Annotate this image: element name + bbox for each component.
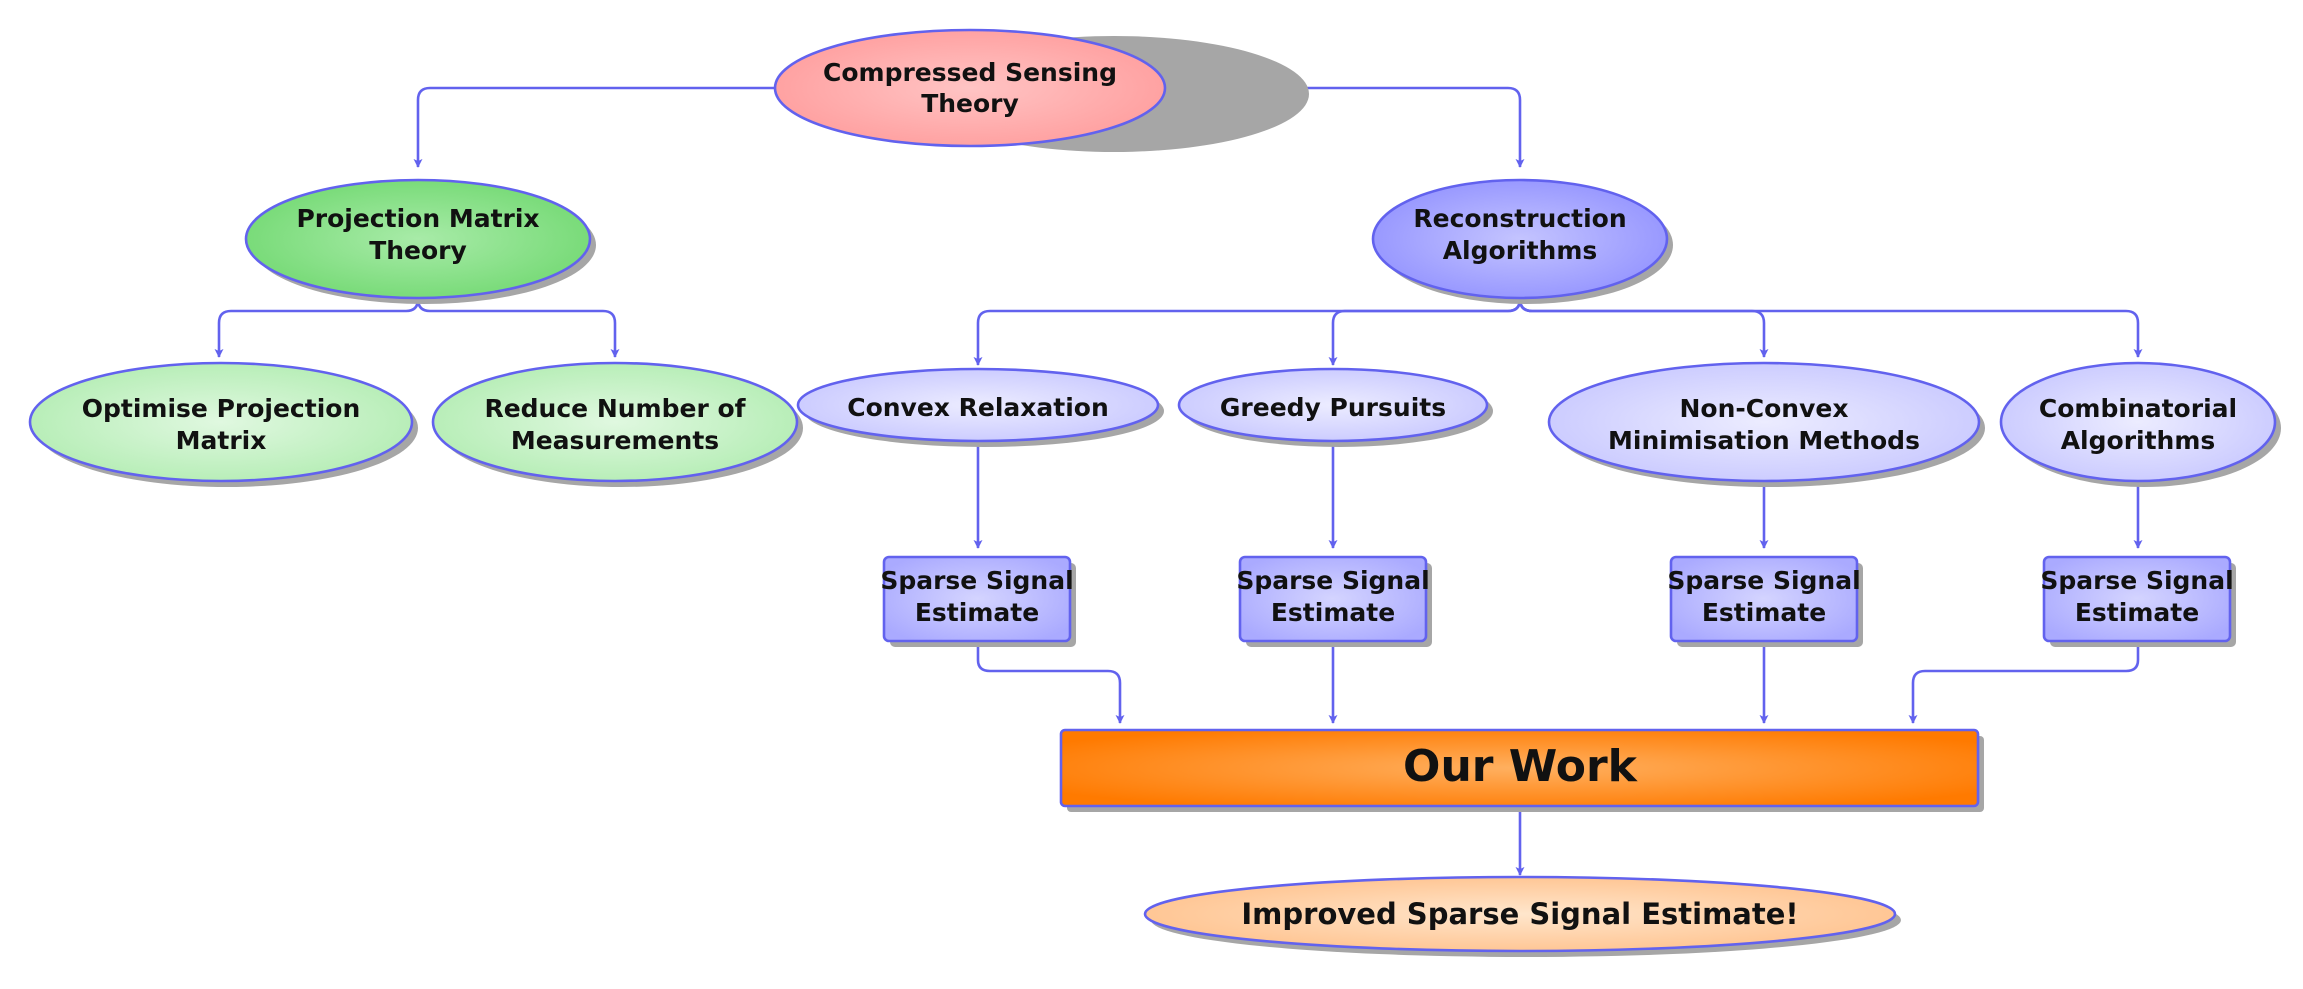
edge-root-to-projection <box>413 86 775 168</box>
node-optimise-projection-matrix: Optimise Projection Matrix <box>28 361 418 487</box>
node-shape <box>773 28 1167 148</box>
node-shape <box>1143 875 1897 953</box>
node-label: Reduce Number of <box>484 394 746 423</box>
node-shape <box>1669 555 1859 643</box>
node-non-convex-minimisation-methods: Non-Convex Minimisation Methods <box>1547 361 1985 487</box>
node-projection-matrix-theory: Projection Matrix Theory <box>244 178 596 304</box>
edge-projection-to-reduce <box>416 298 620 358</box>
node-shape <box>1371 178 1669 300</box>
node-our-work: Our Work <box>1059 728 1984 812</box>
node-shape <box>1177 367 1489 443</box>
edge-estimate4-to-our-work <box>1908 640 2140 724</box>
node-label: Estimate <box>915 598 1039 627</box>
node-sparse-signal-estimate-2: Sparse Signal Estimate <box>1236 555 1432 647</box>
node-shape <box>28 361 414 483</box>
edge-root-to-reconstruction <box>1165 86 1525 168</box>
node-label: Convex Relaxation <box>847 393 1109 422</box>
edge-reconstruction-to-combinatorial <box>1518 298 2143 358</box>
node-label: Algorithms <box>1443 236 1598 265</box>
node-improved-sparse-signal-estimate: Improved Sparse Signal Estimate! <box>1143 875 1901 957</box>
node-shape <box>2042 555 2232 643</box>
node-label: Measurements <box>511 426 719 455</box>
node-label: Reconstruction <box>1413 204 1626 233</box>
node-shape <box>1059 728 1980 808</box>
node-label: Combinatorial <box>2039 394 2237 423</box>
node-label: Sparse Signal <box>1236 566 1429 595</box>
node-sparse-signal-estimate-4: Sparse Signal Estimate <box>2040 555 2236 647</box>
node-sparse-signal-estimate-3: Sparse Signal Estimate <box>1667 555 1863 647</box>
node-label: Our Work <box>1403 741 1639 792</box>
edge-projection-to-optimise <box>214 298 420 358</box>
node-reduce-number-of-measurements: Reduce Number of Measurements <box>431 361 803 487</box>
node-label: Sparse Signal <box>1667 566 1860 595</box>
node-label: Improved Sparse Signal Estimate! <box>1241 897 1798 931</box>
node-convex-relaxation: Convex Relaxation <box>796 367 1164 447</box>
node-label: Projection Matrix <box>296 204 539 233</box>
node-label: Algorithms <box>2061 426 2216 455</box>
node-label: Greedy Pursuits <box>1220 393 1446 422</box>
node-label: Theory <box>921 89 1019 118</box>
node-label: Estimate <box>1271 598 1395 627</box>
node-label: Theory <box>369 236 467 265</box>
node-label: Optimise Projection <box>82 394 361 423</box>
node-shape <box>1547 361 1981 483</box>
node-label: Non-Convex <box>1680 394 1849 423</box>
node-compressed-sensing-theory: Compressed Sensing Theory <box>773 28 1309 152</box>
node-shape <box>1238 555 1428 643</box>
node-shape <box>882 555 1072 643</box>
node-label: Minimisation Methods <box>1608 426 1920 455</box>
edge-reconstruction-to-nonconvex <box>1518 298 1769 358</box>
edge-reconstruction-to-greedy <box>1328 298 1522 366</box>
node-label: Estimate <box>2075 598 2199 627</box>
node-label: Sparse Signal <box>2040 566 2233 595</box>
edge-reconstruction-to-convex <box>973 298 1522 366</box>
node-label: Sparse Signal <box>880 566 1073 595</box>
node-label: Compressed Sensing <box>823 58 1117 87</box>
node-label: Estimate <box>1702 598 1826 627</box>
node-combinatorial-algorithms: Combinatorial Algorithms <box>1999 361 2281 487</box>
node-shape <box>796 367 1160 443</box>
node-greedy-pursuits: Greedy Pursuits <box>1177 367 1493 447</box>
node-sparse-signal-estimate-1: Sparse Signal Estimate <box>880 555 1076 647</box>
node-label: Matrix <box>176 426 267 455</box>
node-shape <box>1999 361 2277 483</box>
node-shape <box>431 361 799 483</box>
edge-estimate1-to-our-work <box>976 640 1125 724</box>
node-shape <box>244 178 592 300</box>
node-reconstruction-algorithms: Reconstruction Algorithms <box>1371 178 1673 304</box>
